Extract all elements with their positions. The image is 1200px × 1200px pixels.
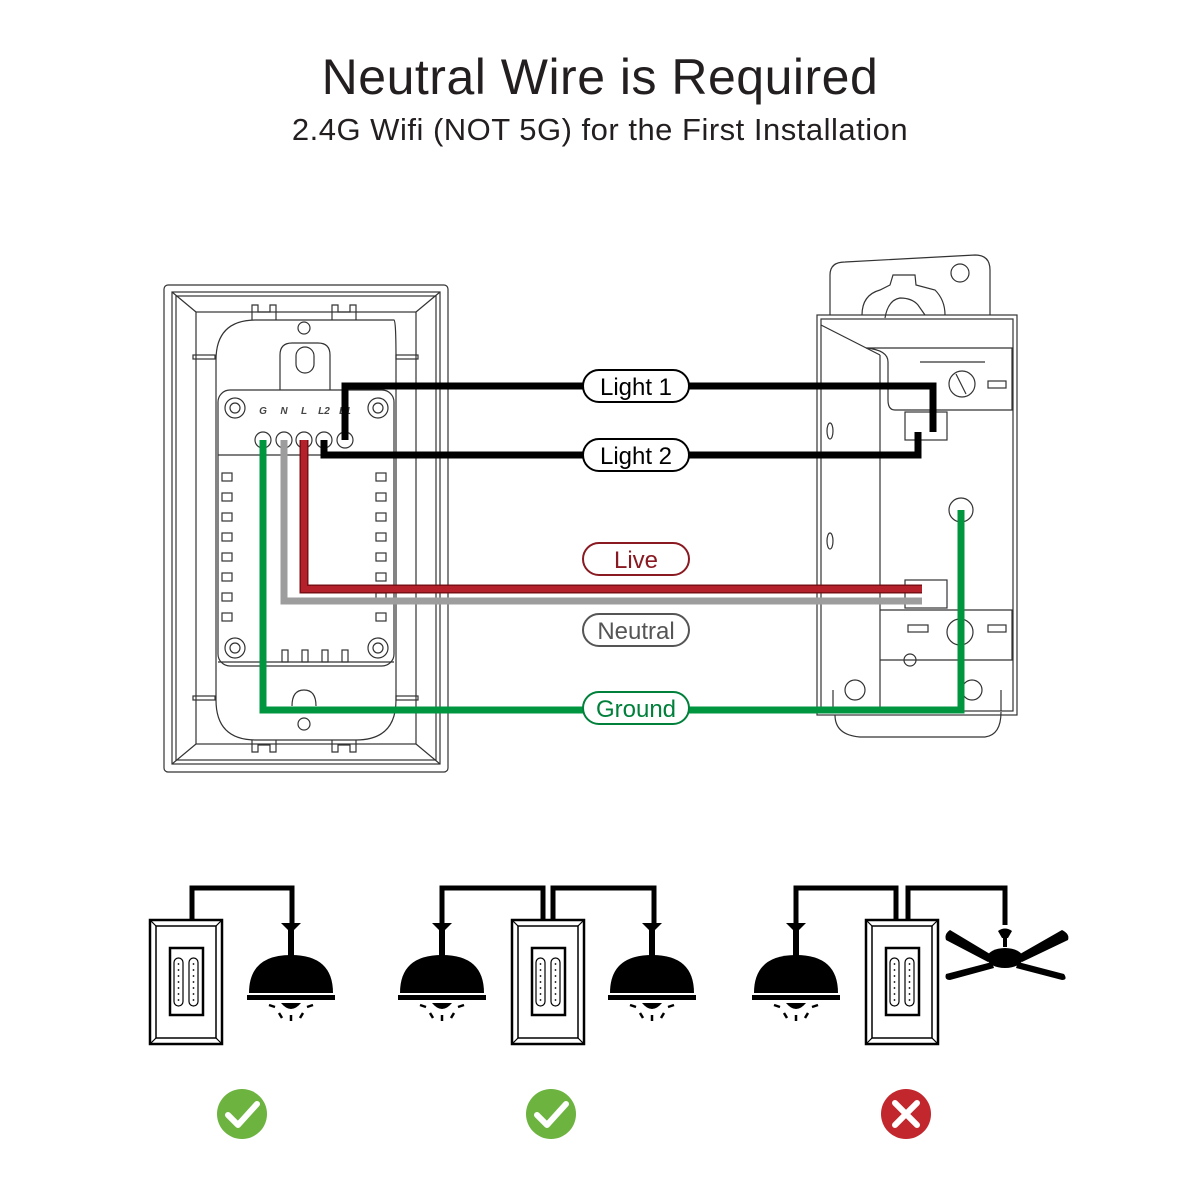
scenario-2-wire-left [439,885,546,925]
mini-switch-icon [148,918,224,1046]
wire-live-fill [301,440,922,592]
terminal-label-g: G [259,406,267,417]
mini-switch-icon [864,918,940,1046]
scenario-2-wire-right [550,885,657,925]
page-subtitle: 2.4G Wifi (NOT 5G) for the First Install… [291,112,909,147]
scenario-3-wire-right [905,885,1008,925]
scenario-3-wire-left [793,885,899,925]
ceiling-fan-icon [945,928,1069,980]
terminal-label-n: N [280,406,288,417]
svg-text:Neutral: Neutral [597,618,674,645]
terminal-label-l: L [301,406,307,417]
svg-text:Light 1: Light 1 [600,374,672,401]
scenario-two-lights [396,885,698,1046]
status-ok-icon-1 [217,1089,267,1139]
svg-text:Light 2: Light 2 [600,443,672,470]
wire-label-light2: Light 2 [582,438,690,472]
terminal-labels: G N L L2 L1 [259,406,351,417]
mini-switch-icon [510,918,586,1046]
scenario-light-and-fan [750,885,1069,1046]
status-ok-icon-2 [526,1089,576,1139]
existing-switch-box [816,254,1018,738]
svg-text:Ground: Ground [596,696,676,723]
wire-label-ground: Ground [582,691,690,725]
lamp-icon [606,921,698,1023]
wire-neutral [280,440,922,605]
page-title: Neutral Wire is Required [321,49,879,105]
lamp-icon [396,921,488,1023]
scenario-one-light [148,885,337,1046]
lamp-icon [245,921,337,1023]
smart-switch-back [163,284,449,773]
wire-label-light1: Light 1 [582,369,690,403]
wire-label-live: Live [582,542,690,576]
terminal-label-l2: L2 [318,406,330,417]
scenario-1-wire [189,885,295,925]
svg-text:Live: Live [614,547,658,574]
status-not-supported-icon [881,1089,931,1139]
lamp-icon [750,921,842,1023]
wire-label-neutral: Neutral [582,613,690,647]
